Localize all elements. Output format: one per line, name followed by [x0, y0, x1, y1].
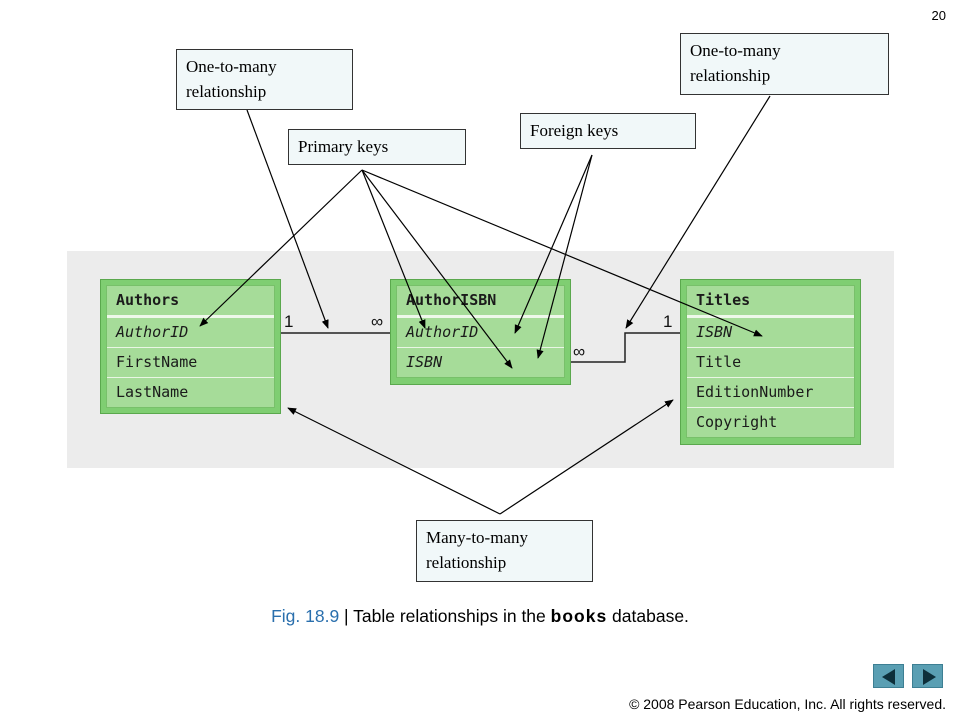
arrow-primary-key-authorisbn-isbn — [361, 169, 513, 369]
callout-line: relationship — [426, 553, 507, 572]
callout-line: relationship — [690, 66, 771, 85]
authorisbn-titles-connector — [571, 332, 680, 363]
callout-line: Primary keys — [298, 137, 389, 156]
callout-line: One-to-many — [690, 41, 781, 60]
previous-slide-button[interactable] — [873, 664, 904, 688]
cardinality-authorisbn-many-right: ∞ — [573, 342, 586, 361]
titles-field-title: Title — [687, 348, 854, 378]
callout-line: Many-to-many — [426, 528, 528, 547]
callout-line: One-to-many — [186, 57, 277, 76]
arrow-primary-key-titles — [361, 169, 763, 337]
caption-db-name: books — [550, 606, 608, 626]
callout-primary-keys: Primary keys — [288, 129, 466, 165]
triangle-right-icon — [923, 669, 936, 685]
callout-one-to-many-right: One-to-many relationship — [680, 33, 889, 95]
copyright-notice: © 2008 Pearson Education, Inc. All right… — [629, 696, 946, 712]
triangle-left-icon — [882, 669, 895, 685]
callout-foreign-keys: Foreign keys — [520, 113, 696, 149]
titles-field-isbn: ISBN — [687, 318, 854, 348]
titles-table: Titles ISBN Title EditionNumber Copyrigh… — [680, 279, 861, 445]
arrow-many-to-many-left — [287, 407, 501, 515]
arrow-one-to-many-left — [246, 109, 329, 329]
authorisbn-field-isbn: ISBN — [406, 353, 443, 371]
callout-line: Foreign keys — [530, 121, 619, 140]
arrow-primary-key-authorisbn-authorid — [361, 169, 426, 329]
cardinality-authorisbn-many-left: ∞ — [371, 312, 384, 331]
authorisbn-table: AuthorISBN AuthorID ISBN — [390, 279, 571, 385]
next-slide-button[interactable] — [912, 664, 943, 688]
authors-field-authorid: AuthorID — [107, 318, 274, 348]
cardinality-authors-one: 1 — [284, 312, 294, 331]
arrow-primary-key-authors — [199, 169, 363, 327]
caption-text-end: database. — [607, 606, 689, 626]
authors-table: Authors AuthorID FirstName LastName — [100, 279, 281, 414]
figure-number: Fig. 18.9 — [271, 606, 340, 626]
caption-text: Table relationships in the — [353, 606, 551, 626]
slide-number: 20 — [931, 8, 946, 23]
authors-field-lastname: LastName — [116, 383, 189, 401]
arrow-foreign-key-authorid — [514, 154, 593, 334]
cardinality-titles-one: 1 — [663, 312, 673, 331]
authors-field-firstname: FirstName — [107, 348, 274, 378]
callout-line: relationship — [186, 82, 267, 101]
arrow-foreign-key-isbn — [536, 154, 593, 359]
caption-separator: | — [339, 606, 354, 626]
authors-table-name: Authors — [107, 286, 274, 318]
titles-field-editionnumber: EditionNumber — [687, 378, 854, 408]
callout-one-to-many-left: One-to-many relationship — [176, 49, 353, 110]
titles-field-copyright: Copyright — [696, 413, 778, 431]
figure-caption: Fig. 18.9 | Table relationships in the b… — [0, 606, 960, 627]
callout-many-to-many: Many-to-many relationship — [416, 520, 593, 582]
titles-table-name: Titles — [687, 286, 854, 318]
arrow-one-to-many-right — [625, 95, 771, 329]
authorisbn-table-name: AuthorISBN — [397, 286, 564, 318]
arrow-many-to-many-right — [499, 399, 674, 515]
